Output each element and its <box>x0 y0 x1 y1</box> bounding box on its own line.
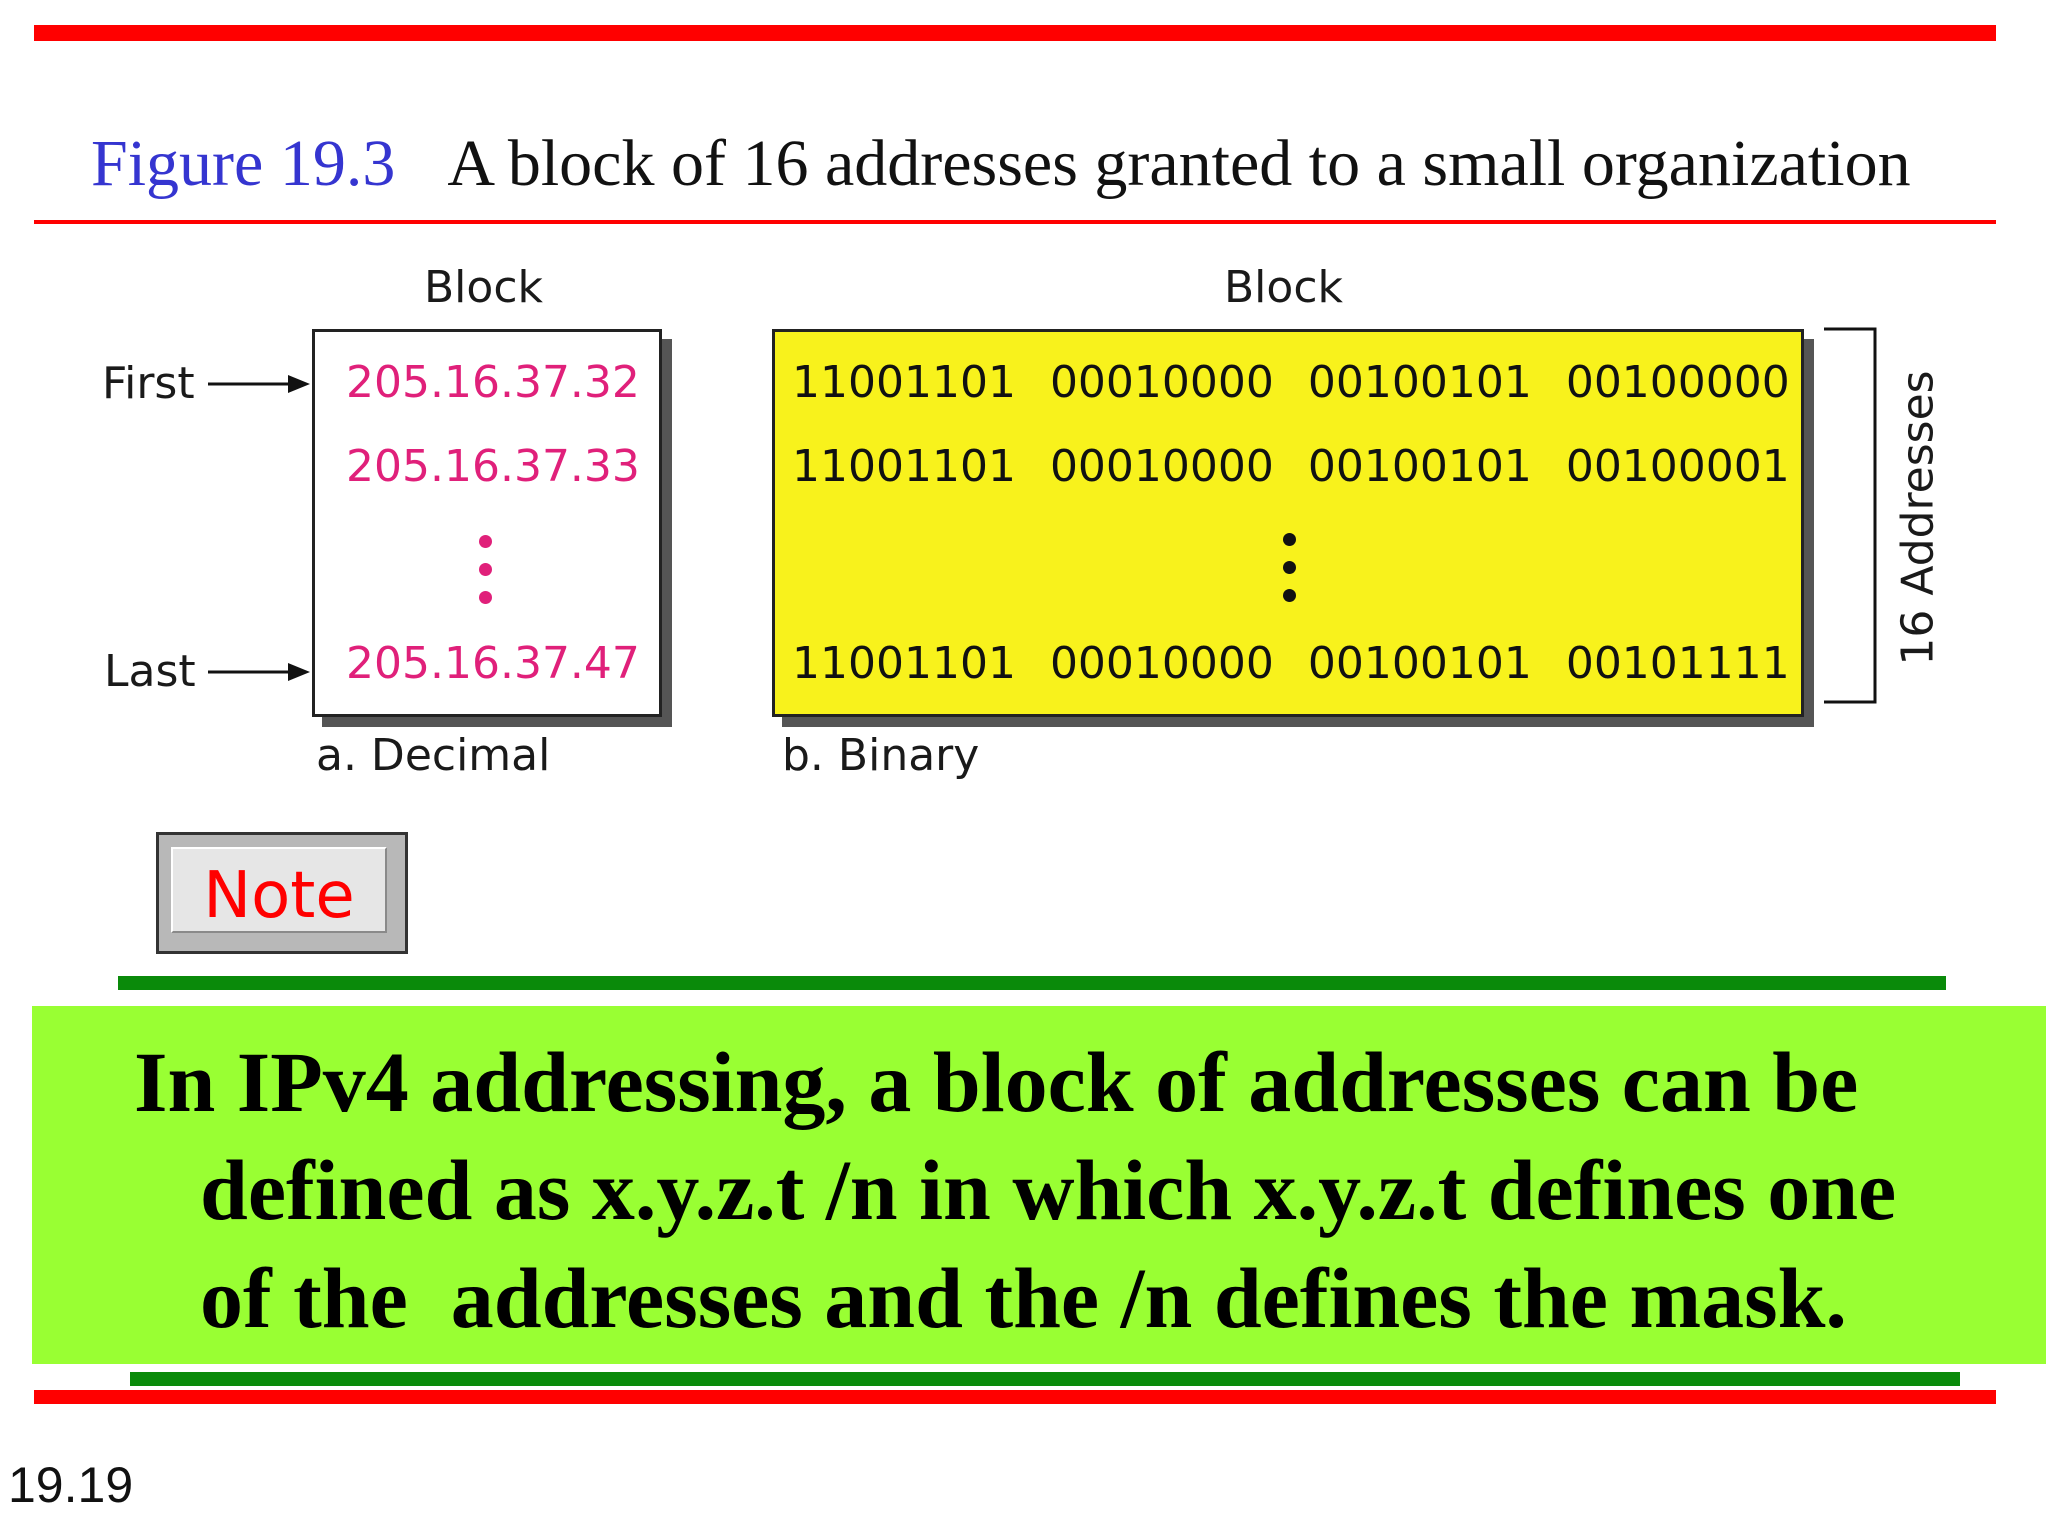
title-underline <box>34 220 1996 224</box>
binary-first-address: 11001101 00010000 00100101 00100000 <box>792 357 1790 408</box>
figure-number: Figure 19.3 <box>91 127 396 200</box>
binary-caption: b. Binary <box>782 730 980 781</box>
bottom-red-rule <box>34 1390 1996 1404</box>
top-red-rule <box>34 25 1996 41</box>
figure-caption: A block of 16 addresses granted to a sma… <box>447 127 1911 200</box>
note-button-face: Note <box>171 847 387 933</box>
first-arrow <box>208 375 310 393</box>
last-arrow <box>208 663 310 681</box>
note-button[interactable]: Note <box>156 832 408 954</box>
decimal-block-box <box>312 329 662 717</box>
decimal-second-address: 205.16.37.33 <box>346 441 640 492</box>
note-bottom-rule <box>130 1372 1960 1386</box>
decimal-block-heading: Block <box>424 262 544 313</box>
decimal-ellipsis-dot <box>479 535 492 548</box>
decimal-ellipsis-dot <box>479 591 492 604</box>
decimal-last-address: 205.16.37.47 <box>346 638 640 689</box>
note-panel <box>32 1006 2046 1364</box>
binary-ellipsis-dot <box>1283 533 1296 546</box>
page-number: 19.19 <box>8 1457 134 1513</box>
binary-second-address: 11001101 00010000 00100101 00100001 <box>792 441 1790 492</box>
address-range-bracket <box>1824 327 1877 704</box>
note-button-label: Note <box>203 859 355 933</box>
first-label: First <box>102 358 195 409</box>
decimal-first-address: 205.16.37.32 <box>346 357 640 408</box>
binary-last-address: 11001101 00010000 00100101 00101111 <box>792 638 1790 689</box>
note-line-2: defined as x.y.z.t /n in which x.y.z.t d… <box>200 1142 1897 1238</box>
last-label: Last <box>104 646 196 697</box>
address-count-label: 16 Addresses <box>1892 370 1944 666</box>
binary-block-heading: Block <box>1224 262 1344 313</box>
binary-ellipsis-dot <box>1283 589 1296 602</box>
decimal-caption: a. Decimal <box>316 730 551 781</box>
figure-title: Figure 19.3 A block of 16 addresses grant… <box>91 124 1991 204</box>
note-top-rule <box>118 976 1946 990</box>
binary-ellipsis-dot <box>1283 561 1296 574</box>
binary-block-box <box>772 329 1804 717</box>
note-line-1: In IPv4 addressing, a block of addresses… <box>134 1034 1859 1130</box>
note-statement: In IPv4 addressing, a block of addresses… <box>134 1028 2034 1352</box>
decimal-ellipsis-dot <box>479 563 492 576</box>
note-line-3: of the addresses and the /n defines the … <box>200 1250 1847 1346</box>
